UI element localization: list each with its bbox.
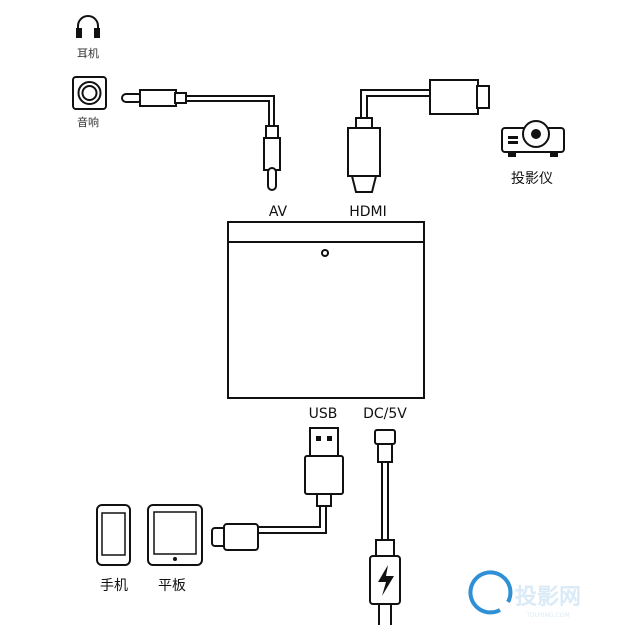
dc-power-cable [369,429,401,625]
projector-label: 投影仪 [511,171,553,187]
dc-port-label: DC/5V [363,406,407,422]
watermark-text: 投影网 [515,585,581,610]
speaker-icon [72,76,107,110]
headphones-icon [76,15,100,38]
av-port-label: AV [269,204,288,220]
phone-label: 手机 [100,578,128,594]
adapter-device [227,221,425,399]
hdmi-port-label: HDMI [349,204,387,220]
speaker-label: 音响 [77,115,99,129]
headphones-label: 耳机 [77,46,99,60]
av-cable [121,89,281,191]
tablet-icon [147,504,203,566]
indicator-led [321,249,329,257]
tablet-label: 平板 [158,578,186,594]
projector-icon [501,120,565,157]
lightning-icon [378,565,394,596]
usb-port-label: USB [309,406,338,422]
watermark-subtext: TOUYING.COM [525,612,569,619]
usb-cable [211,427,344,551]
phone-icon [96,504,131,566]
watermark-logo: 投影网 TOUYING.COM [468,570,581,619]
hdmi-cable [347,79,490,193]
